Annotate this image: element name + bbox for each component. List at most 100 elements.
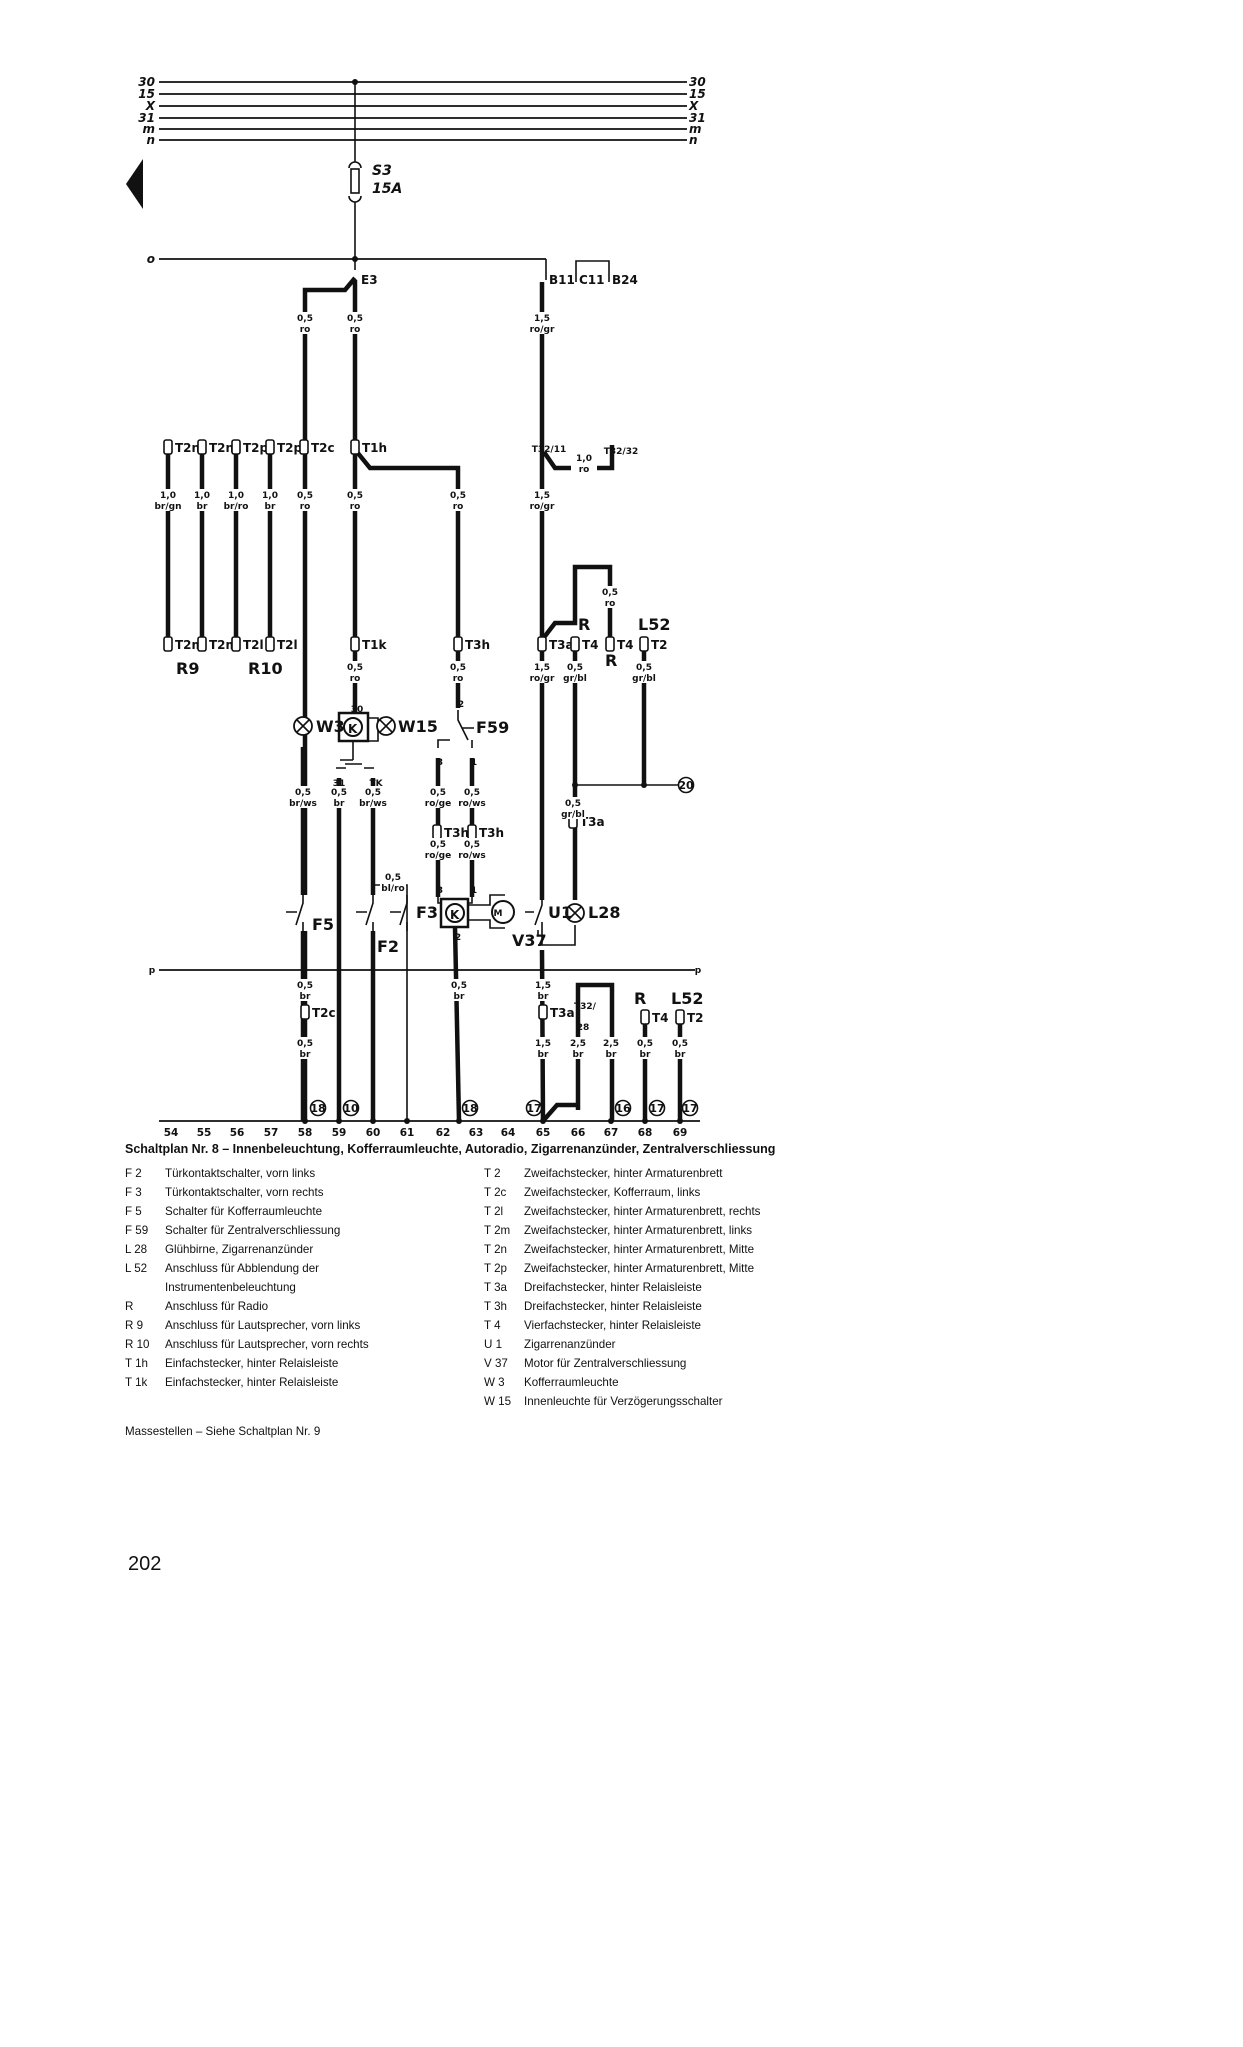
ground-point-icon	[309, 1099, 327, 1117]
wire-color-label: ro/ws	[458, 799, 486, 809]
terminal-c11: C11	[579, 273, 605, 287]
legend-code: T 2c	[484, 1186, 507, 1199]
wire-label-bg	[529, 312, 555, 334]
wire-color-label: ro/ws	[458, 851, 486, 861]
connector-icon	[675, 1009, 685, 1025]
wire-color-label: br/gn	[154, 502, 181, 512]
wire-size-label: 0,5	[636, 663, 652, 673]
connector-label: T4	[617, 638, 634, 652]
legend-code: R 9	[125, 1319, 144, 1332]
connector-label: T2	[687, 1011, 704, 1025]
ground-point-label: 18	[310, 1102, 325, 1115]
wire-size-label: 1,5	[534, 663, 550, 673]
legend-description: Anschluss für Abblendung der Instrumente…	[165, 1262, 320, 1294]
wire-color-label: ro	[350, 502, 361, 512]
legend-description: Zweifachstecker, hinter Armaturenbrett, …	[524, 1224, 753, 1237]
pin-label: 31	[333, 779, 346, 789]
wire-size-label: 0,5	[565, 799, 581, 809]
wire-size-label: 1,5	[535, 981, 551, 991]
legend-description: Anschluss für Lautsprecher, vorn rechts	[165, 1338, 369, 1351]
connector-label: T2m	[175, 638, 204, 652]
connector-label: T3a	[550, 1006, 575, 1020]
legend-description: Türkontaktschalter, vorn links	[165, 1167, 316, 1180]
connector-icon	[432, 824, 442, 840]
wire-size-label: 0,5	[464, 788, 480, 798]
junction-dot	[540, 1118, 546, 1124]
wire-label-bg	[445, 489, 471, 511]
wire-label-bg	[459, 838, 485, 860]
column-number: 55	[197, 1127, 212, 1139]
component-label-r10: R10	[248, 659, 283, 678]
connector-icon	[639, 636, 649, 652]
bus-label-right: X	[688, 99, 699, 113]
legend-description: Zigarrenanzünder	[524, 1338, 616, 1351]
wire-label-bg	[529, 661, 555, 683]
bus-label-right: m	[689, 122, 702, 136]
wire-size-label: 1,5	[534, 491, 550, 501]
connector-label: T4	[652, 1011, 669, 1025]
wire-label-bg	[223, 489, 249, 511]
junction-dot	[370, 1118, 376, 1124]
wire-size-label: 0,5	[450, 491, 466, 501]
connector-label: T2p	[243, 441, 269, 455]
connector-icon	[453, 636, 463, 652]
component-label-f2: F2	[377, 937, 399, 956]
wire-label-bg	[631, 661, 657, 683]
wire-color-label: ro/gr	[530, 674, 555, 684]
wire-size-label: 0,5	[451, 981, 467, 991]
wire-color-label: ro	[300, 325, 311, 335]
legend-code: T 1k	[125, 1376, 148, 1389]
legend-description: Anschluss für Lautsprecher, vorn links	[165, 1319, 361, 1332]
column-number: 69	[673, 1127, 688, 1139]
connector-icon	[197, 439, 207, 455]
legend-description: Zweifachstecker, hinter Armaturenbrett, …	[524, 1205, 761, 1218]
wire-color-label: br	[334, 799, 345, 809]
wire-paths	[165, 79, 683, 1123]
wire-color-label: ro/ge	[425, 851, 451, 861]
component-label-f5: F5	[312, 915, 334, 934]
wire-color-label: gr/bl	[632, 674, 656, 684]
ground-point-label: 17	[526, 1102, 541, 1115]
legend-description: Zweifachstecker, Kofferraum, links	[524, 1186, 701, 1199]
fuse-s3-icon	[350, 168, 360, 194]
legend-description: Anschluss für Radio	[165, 1300, 269, 1313]
pin-label: 30	[351, 705, 364, 715]
legend-right-column: T 2 Zweifachstecker, hinter Armaturenbret…	[484, 1164, 824, 1411]
wire-size-label: 2,5	[603, 1039, 619, 1049]
ground-point-icon	[461, 1099, 479, 1117]
switch-f5-icon	[286, 895, 308, 931]
lamp-w15-icon	[376, 716, 396, 736]
wire-color-label: ro/ge	[425, 799, 451, 809]
column-number: 66	[571, 1127, 586, 1139]
column-number: 60	[366, 1127, 381, 1139]
wire-size-label: 0,5	[297, 1039, 313, 1049]
legend-item: R 9 Anschluss für Lautsprecher, vorn link…	[125, 1316, 455, 1335]
wire-color-label: gr/bl	[563, 674, 587, 684]
connector-icon	[350, 636, 360, 652]
wire-color-label: br	[265, 502, 276, 512]
connector-label: T32/11	[532, 445, 566, 455]
bus-label-right: 15	[689, 87, 706, 101]
ground-point-icon	[342, 1099, 360, 1117]
legend-description: Zweifachstecker, hinter Armaturenbrett	[524, 1167, 723, 1180]
legend-code: T 2	[484, 1167, 501, 1180]
wire-label-bg	[292, 312, 318, 334]
component-label-relay-k1: K	[348, 722, 358, 736]
ground-point-icon	[681, 1099, 699, 1117]
wire-label-bg	[446, 979, 472, 1001]
connector-icon	[605, 636, 615, 652]
wire-color-label: ro	[350, 325, 361, 335]
legend-code: L 52	[125, 1262, 148, 1275]
terminal-b24: B24	[612, 273, 638, 287]
column-number: 54	[164, 1127, 179, 1139]
wire-color-label: br	[606, 1050, 617, 1060]
wire-size-label: 0,5	[347, 491, 363, 501]
legend-code: L 28	[125, 1243, 148, 1256]
legend-item: T 2c Zweifachstecker, Kofferraum, links	[484, 1183, 824, 1202]
